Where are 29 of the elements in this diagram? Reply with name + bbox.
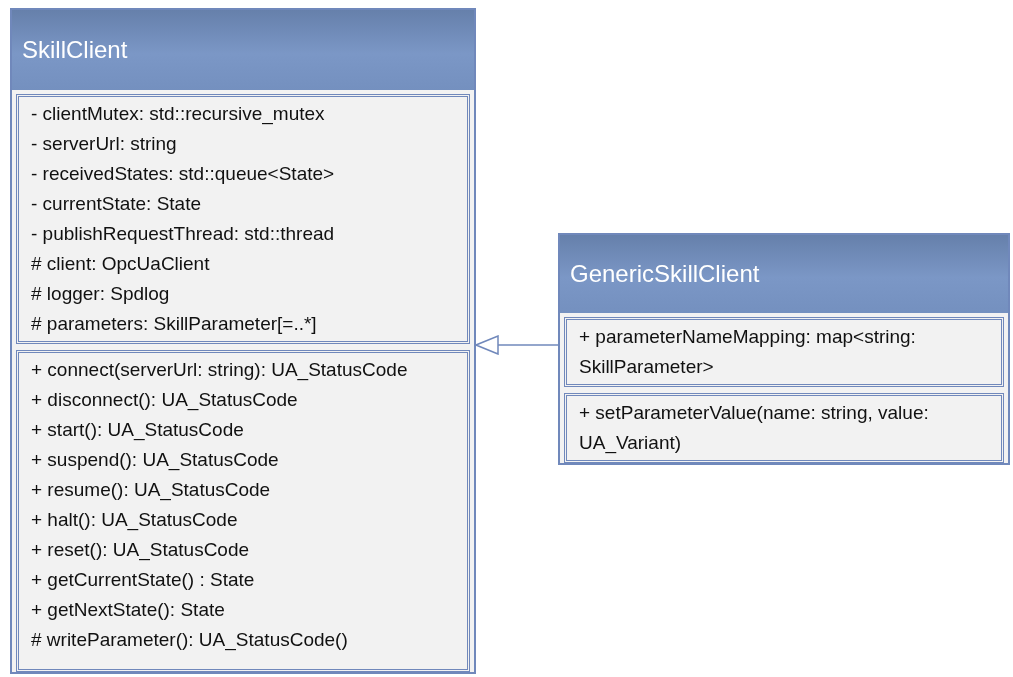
member-text: # writeParameter(): UA_StatusCode() xyxy=(31,628,349,653)
member-text: # logger: Spdlog xyxy=(31,282,171,306)
generalization-arrow xyxy=(475,335,559,355)
member-text: - currentState: State xyxy=(31,192,203,216)
member-text: # parameters: SkillParameter[=..*] xyxy=(31,312,318,336)
member-text: + start(): UA_StatusCode xyxy=(31,418,245,443)
member-compartment xyxy=(16,94,470,344)
class-box xyxy=(10,8,476,674)
member-compartment xyxy=(564,393,1004,463)
member-text: # client: OpcUaClient xyxy=(31,252,211,276)
member-text: + parameterNameMapping: map<string: SkillParameter> xyxy=(579,325,917,379)
class-name: GenericSkillClient xyxy=(570,260,760,288)
member-text: + resume(): UA_StatusCode xyxy=(31,478,272,503)
member-text: - receivedStates: std::queue<State> xyxy=(31,162,336,186)
class-box xyxy=(558,233,1010,465)
member-text: + connect(serverUrl: string): UA_StatusCode xyxy=(31,358,409,383)
member-compartment xyxy=(564,317,1004,387)
member-text: + setParameterValue(name: string, value: UA_Variant) xyxy=(579,401,930,456)
member-text: + halt(): UA_StatusCode xyxy=(31,508,239,533)
member-text: - serverUrl: string xyxy=(31,132,178,156)
member-text: + disconnect(): UA_StatusCode xyxy=(31,388,299,413)
member-text: + suspend(): UA_StatusCode xyxy=(31,448,280,473)
member-text: - clientMutex: std::recursive_mutex xyxy=(31,102,326,127)
class-name: SkillClient xyxy=(22,36,128,64)
member-text: + getNextState(): State xyxy=(31,598,226,622)
member-compartment xyxy=(16,350,470,672)
member-text: + getCurrentState() : State xyxy=(31,568,256,592)
member-text: + reset(): UA_StatusCode xyxy=(31,538,251,563)
member-text: - publishRequestThread: std::thread xyxy=(31,222,336,246)
